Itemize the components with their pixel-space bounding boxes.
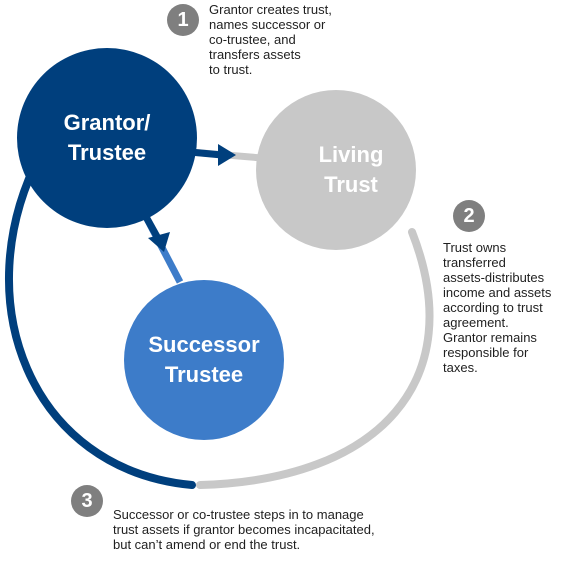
step-2-line: responsible for [443,345,529,360]
grantor-trustee-circle [17,48,197,228]
successor-label-line-2: Trustee [164,362,244,387]
living-trust-loop-arc [196,228,434,489]
step-1-line: to trust. [209,62,253,77]
living-trust-label: Living Trust [271,140,431,200]
step-2-line: agreement. [443,315,509,330]
grantor-trustee-label: Grantor/ Trustee [27,108,187,168]
step-3-line: Successor or co-trustee steps in to mana… [113,507,364,522]
step-2-line: income and assets [443,285,552,300]
step-3-badge: 3 [71,485,103,517]
living-trust-circle [256,90,416,250]
step-3-line: but can’t amend or end the trust. [113,537,301,552]
step-1-badge: 1 [167,4,199,36]
step-1-line: co-trustee, and [209,32,296,47]
step-2-line: Grantor remains [443,330,537,345]
step-1-text: Grantor creates trust, names successor o… [209,2,332,77]
arrow-down-icon [148,232,170,252]
living-trust-label-line-2: Trust [324,172,378,197]
step-2-text: Trust owns transferred assets-distribute… [443,240,551,375]
grantor-label-line-2: Trustee [67,140,147,165]
arrow-right-icon [218,144,236,166]
step-2-badge: 2 [453,200,485,232]
step-2-line: according to trust [443,300,543,315]
grantor-label-line-1: Grantor/ [63,110,151,135]
living-trust-label-line-1: Living [318,142,384,167]
step-1-line: Grantor creates trust, [209,2,332,17]
step-3-line: trust assets if grantor becomes incapaci… [113,522,375,537]
successor-trustee-label: Successor Trustee [124,330,284,390]
step-2-line: taxes. [443,360,478,375]
step-2-line: assets-distributes [443,270,545,285]
successor-label-line-1: Successor [148,332,260,357]
step-2-line: transferred [443,255,506,270]
successor-trustee-circle [124,280,284,440]
step-2-line: Trust owns [443,240,507,255]
grantor-loop-arc [5,151,196,489]
step-1-line: transfers assets [209,47,301,62]
step-3-text: Successor or co-trustee steps in to mana… [113,507,375,552]
step-1-line: names successor or [209,17,326,32]
